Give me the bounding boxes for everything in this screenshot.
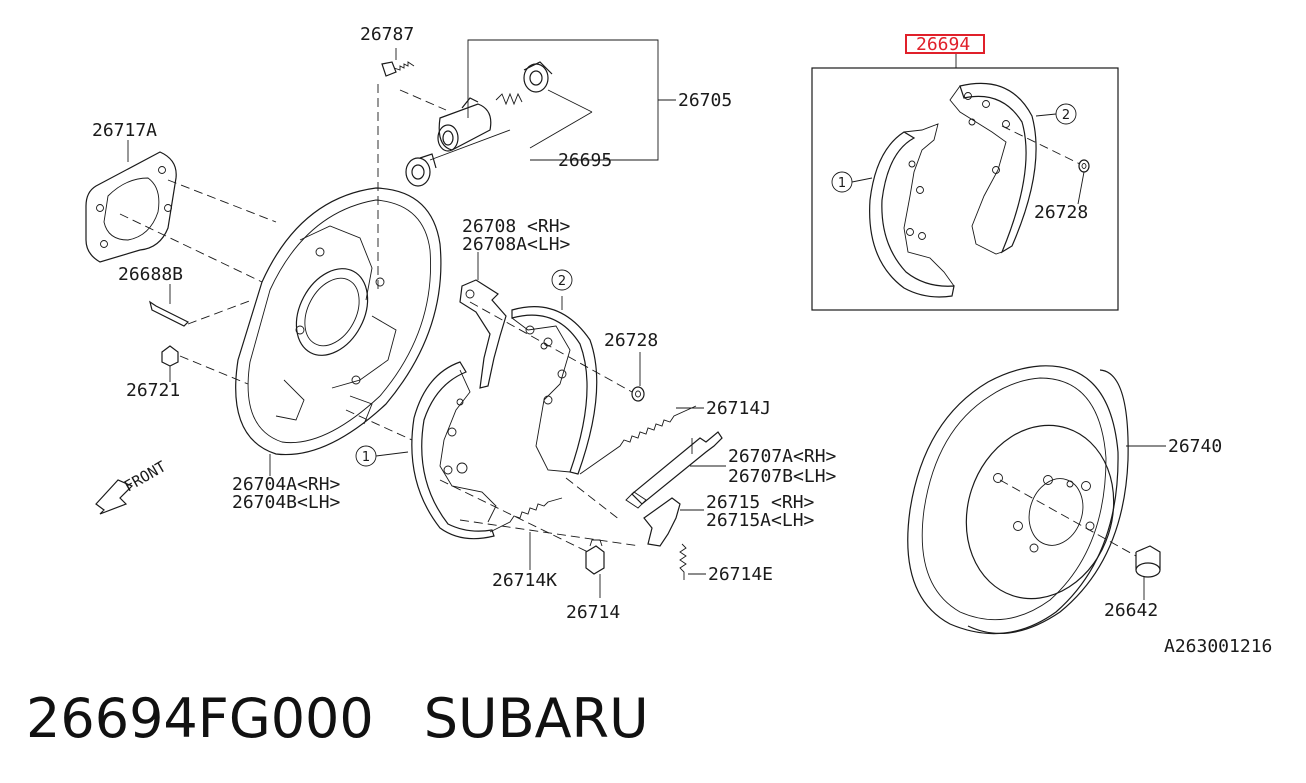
adjuster-assembly[interactable] bbox=[625, 431, 726, 509]
label-26715: 26715 <RH> bbox=[706, 492, 815, 513]
label-26740: 26740 bbox=[1168, 436, 1222, 457]
nut[interactable] bbox=[161, 345, 249, 385]
brand-name: SUBARU bbox=[423, 686, 649, 750]
callout-1-main: 1 bbox=[355, 445, 409, 467]
svg-text:1: 1 bbox=[838, 176, 846, 191]
label-26704A: 26704A<RH> bbox=[232, 474, 341, 495]
drawing-number: A263001216 bbox=[1164, 636, 1272, 657]
label-26642: 26642 bbox=[1104, 600, 1158, 621]
lower-return-spring[interactable] bbox=[489, 497, 563, 570]
adjuster-spring[interactable] bbox=[679, 543, 706, 580]
label-26708A: 26708A<LH> bbox=[462, 234, 571, 255]
label-26717A: 26717A bbox=[92, 120, 157, 141]
gasket[interactable] bbox=[85, 140, 177, 263]
hold-down-clip[interactable] bbox=[439, 479, 605, 598]
brake-shoe-upper[interactable] bbox=[511, 296, 598, 475]
brake-shoe-lower[interactable] bbox=[411, 361, 497, 540]
label-26715A: 26715A<LH> bbox=[706, 510, 815, 531]
front-label: FRONT bbox=[121, 457, 169, 495]
label-26695: 26695 bbox=[558, 150, 612, 171]
bolt[interactable] bbox=[149, 284, 253, 327]
upper-return-spring[interactable] bbox=[579, 405, 704, 475]
shoe-set-box[interactable]: 1 2 bbox=[811, 52, 1119, 311]
label-26705: 26705 bbox=[678, 90, 732, 111]
label-26714J: 26714J bbox=[706, 398, 771, 419]
callout-2-main: 2 bbox=[551, 269, 573, 291]
label-26728-box: 26728 bbox=[1034, 202, 1088, 223]
wheel-cylinder-assembly[interactable] bbox=[405, 39, 676, 187]
part-caption: 26694FG000 SUBARU bbox=[26, 678, 649, 758]
label-26708: 26708 <RH> bbox=[462, 216, 571, 237]
washer-main[interactable] bbox=[469, 301, 645, 402]
adjusting-lever[interactable] bbox=[643, 497, 704, 547]
brake-drum[interactable] bbox=[907, 365, 1166, 635]
front-arrow-icon bbox=[95, 479, 134, 515]
label-26714E: 26714E bbox=[708, 564, 773, 585]
parking-lever[interactable] bbox=[459, 252, 507, 389]
highlight-box bbox=[905, 34, 985, 54]
label-26787: 26787 bbox=[360, 24, 414, 45]
svg-text:2: 2 bbox=[558, 274, 566, 289]
back-plate[interactable] bbox=[235, 187, 442, 476]
label-26707B: 26707B<LH> bbox=[728, 466, 837, 487]
svg-text:2: 2 bbox=[1062, 108, 1070, 123]
plug[interactable] bbox=[1135, 545, 1161, 600]
label-26721: 26721 bbox=[126, 380, 180, 401]
part-number: 26694FG000 bbox=[26, 686, 374, 750]
label-26714: 26714 bbox=[566, 602, 620, 623]
label-26728-main: 26728 bbox=[604, 330, 658, 351]
label-26707A: 26707A<RH> bbox=[728, 446, 837, 467]
label-26714K: 26714K bbox=[492, 570, 557, 591]
label-26688B: 26688B bbox=[118, 264, 183, 285]
bleeder-screw[interactable] bbox=[381, 48, 415, 77]
parts-diagram: 1 2 1 2 bbox=[85, 24, 1272, 657]
label-26694[interactable]: 26694 bbox=[916, 34, 970, 55]
svg-text:1: 1 bbox=[362, 450, 370, 465]
label-26704B: 26704B<LH> bbox=[232, 492, 341, 513]
